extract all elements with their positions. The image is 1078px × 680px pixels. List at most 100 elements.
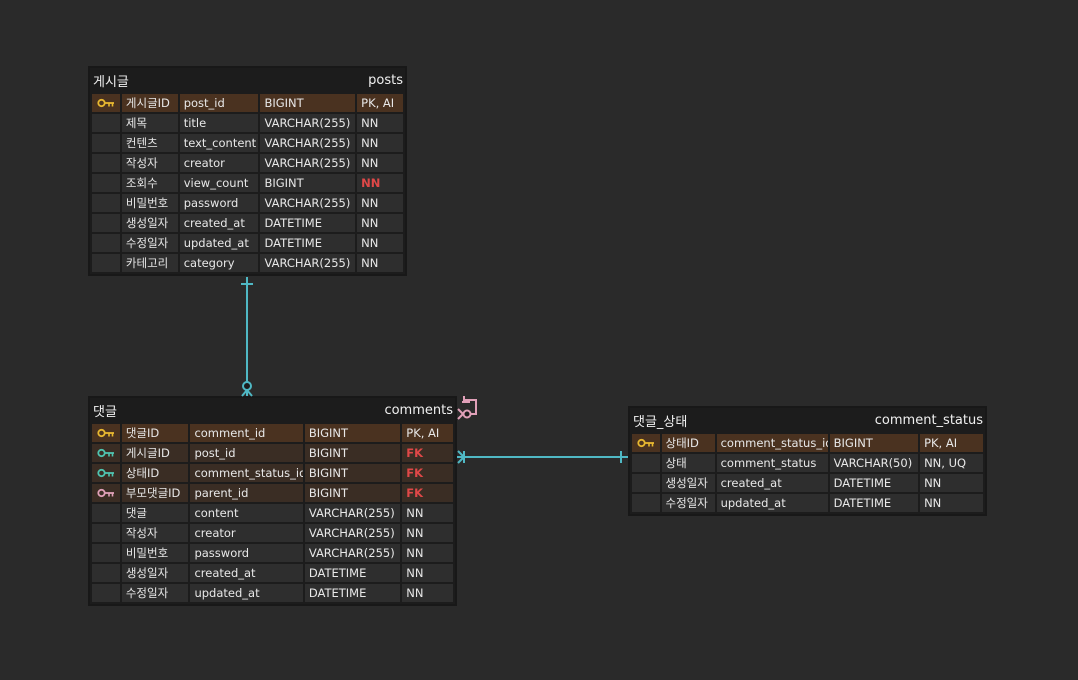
column-label: 수정일자 bbox=[121, 584, 189, 602]
column-constraint: NN bbox=[357, 134, 403, 152]
column-label: 수정일자 bbox=[661, 494, 715, 512]
column-label: 댓글 bbox=[121, 504, 189, 522]
column-name: updated_at bbox=[190, 584, 303, 602]
column-label: 생성일자 bbox=[121, 564, 189, 582]
column-type: BIGINT bbox=[260, 94, 356, 112]
column-type: DATETIME bbox=[260, 214, 356, 232]
column-label: 비밀번호 bbox=[121, 544, 189, 562]
column-type: VARCHAR(255) bbox=[260, 134, 356, 152]
column-name: title bbox=[179, 114, 259, 132]
key-cell bbox=[92, 444, 120, 462]
column-label: 비밀번호 bbox=[121, 194, 178, 212]
primary-key-icon bbox=[97, 428, 115, 438]
column-constraint: NN bbox=[357, 194, 403, 212]
column-constraint: NN bbox=[357, 234, 403, 252]
column-type: VARCHAR(255) bbox=[304, 524, 401, 542]
column-constraint: NN bbox=[402, 564, 453, 582]
table-name: comments bbox=[384, 402, 453, 418]
table-label: 댓글 bbox=[93, 404, 117, 420]
column-name: created_at bbox=[190, 564, 303, 582]
key-cell bbox=[92, 174, 120, 192]
column-constraint: FK bbox=[402, 464, 453, 482]
key-cell bbox=[632, 454, 660, 472]
column-type: DATETIME bbox=[260, 234, 356, 252]
table-header[interactable]: 게시글 posts bbox=[90, 68, 405, 92]
column-label: 제목 bbox=[121, 114, 178, 132]
column-type: BIGINT bbox=[829, 434, 919, 452]
column-label: 댓글ID bbox=[121, 424, 189, 442]
key-cell bbox=[92, 524, 120, 542]
table-name: posts bbox=[368, 72, 403, 88]
column-name: password bbox=[179, 194, 259, 212]
key-cell bbox=[92, 504, 120, 522]
column-name: comment_status_id bbox=[190, 464, 303, 482]
column-type: VARCHAR(255) bbox=[304, 544, 401, 562]
primary-key-icon bbox=[97, 98, 115, 108]
relation-status-comments[interactable] bbox=[457, 450, 628, 464]
column-name: creator bbox=[190, 524, 303, 542]
column-name: text_content bbox=[179, 134, 259, 152]
relation-posts-comments[interactable] bbox=[241, 277, 253, 397]
column-name: created_at bbox=[179, 214, 259, 232]
key-cell bbox=[92, 464, 120, 482]
column-constraint: NN bbox=[357, 154, 403, 172]
column-name: comment_id bbox=[190, 424, 303, 442]
column-type: DATETIME bbox=[829, 474, 919, 492]
column-type: VARCHAR(255) bbox=[260, 154, 356, 172]
key-cell bbox=[92, 234, 120, 252]
column-name: updated_at bbox=[716, 494, 828, 512]
column-type: DATETIME bbox=[829, 494, 919, 512]
key-cell bbox=[92, 424, 120, 442]
foreign-key-icon bbox=[97, 448, 115, 458]
column-label: 상태ID bbox=[121, 464, 189, 482]
foreign-key-icon bbox=[97, 488, 115, 498]
column-type: VARCHAR(255) bbox=[260, 254, 356, 272]
column-label: 생성일자 bbox=[661, 474, 715, 492]
table-label: 게시글 bbox=[93, 74, 129, 90]
relation-comments-self[interactable] bbox=[457, 396, 477, 420]
key-cell bbox=[92, 544, 120, 562]
column-constraint: NN bbox=[402, 544, 453, 562]
column-label: 카테고리 bbox=[121, 254, 178, 272]
column-label: 게시글ID bbox=[121, 444, 189, 462]
key-cell bbox=[92, 214, 120, 232]
table-header[interactable]: 댓글 comments bbox=[90, 398, 455, 422]
column-label: 작성자 bbox=[121, 524, 189, 542]
column-constraint: NN, UQ bbox=[920, 454, 983, 472]
column-name: creator bbox=[179, 154, 259, 172]
column-label: 수정일자 bbox=[121, 234, 178, 252]
column-label: 작성자 bbox=[121, 154, 178, 172]
column-label: 부모댓글ID bbox=[121, 484, 189, 502]
key-cell bbox=[92, 134, 120, 152]
table-header[interactable]: 댓글_상태 comment_status bbox=[630, 408, 985, 432]
column-constraint: NN bbox=[402, 504, 453, 522]
key-cell bbox=[92, 114, 120, 132]
column-constraint: FK bbox=[402, 444, 453, 462]
